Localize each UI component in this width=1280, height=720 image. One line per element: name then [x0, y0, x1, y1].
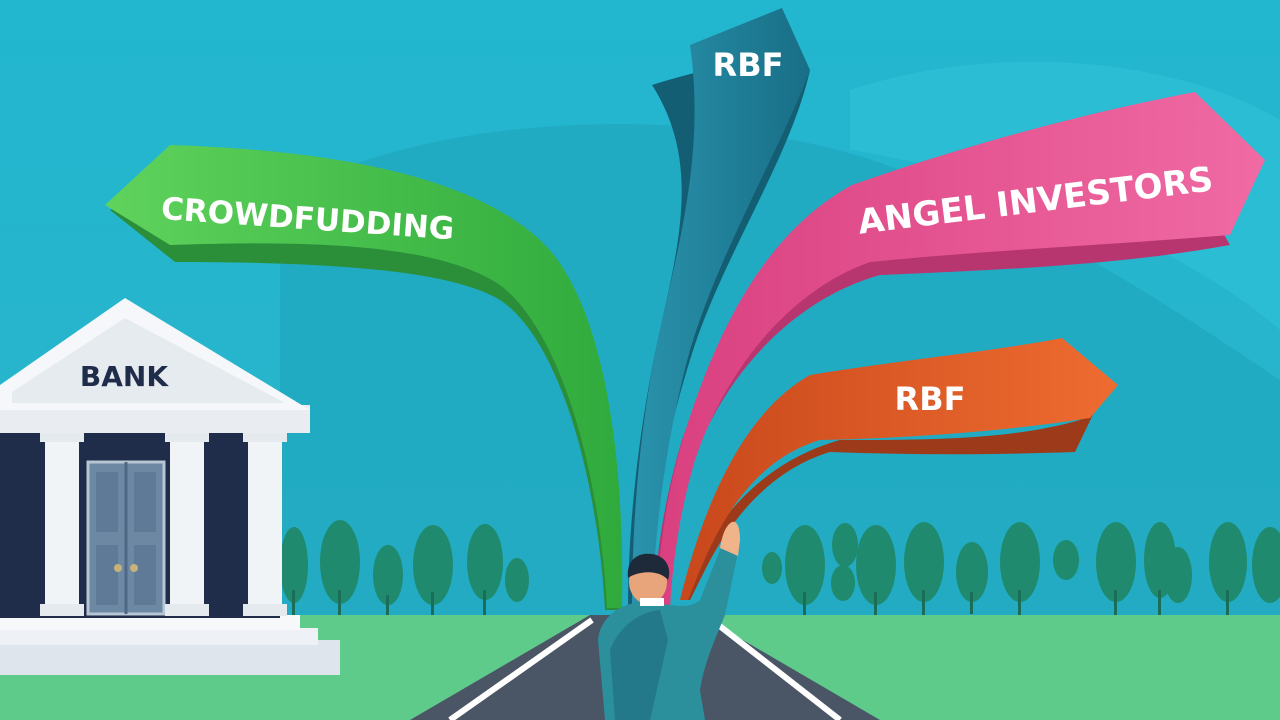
road-edge-line — [448, 617, 594, 720]
tree — [1164, 547, 1192, 603]
bank-label: BANK — [80, 360, 169, 393]
tree — [1252, 527, 1280, 603]
person — [598, 521, 740, 720]
tree — [1053, 540, 1079, 580]
tree — [1000, 522, 1040, 616]
tree — [320, 520, 360, 616]
tree — [956, 542, 988, 614]
crowdfunding-sign — [105, 145, 623, 610]
tree — [467, 524, 503, 616]
tree — [373, 545, 403, 615]
tree — [505, 558, 529, 602]
bank-building — [0, 298, 340, 675]
rbf-lower-label: RBF — [895, 380, 966, 418]
tree — [785, 525, 825, 616]
tree — [1209, 522, 1247, 616]
rbf-top-label: RBF — [713, 46, 784, 84]
tree — [1096, 522, 1136, 616]
tree — [280, 527, 308, 616]
rbf-lower-sign — [680, 338, 1118, 600]
tree — [413, 525, 453, 616]
tree — [856, 525, 896, 616]
tree — [831, 523, 858, 601]
angel-investors-sign — [654, 92, 1265, 610]
tree — [904, 522, 944, 616]
tree-line — [280, 520, 1280, 616]
tree — [762, 552, 782, 584]
road-edge-line — [710, 617, 842, 720]
